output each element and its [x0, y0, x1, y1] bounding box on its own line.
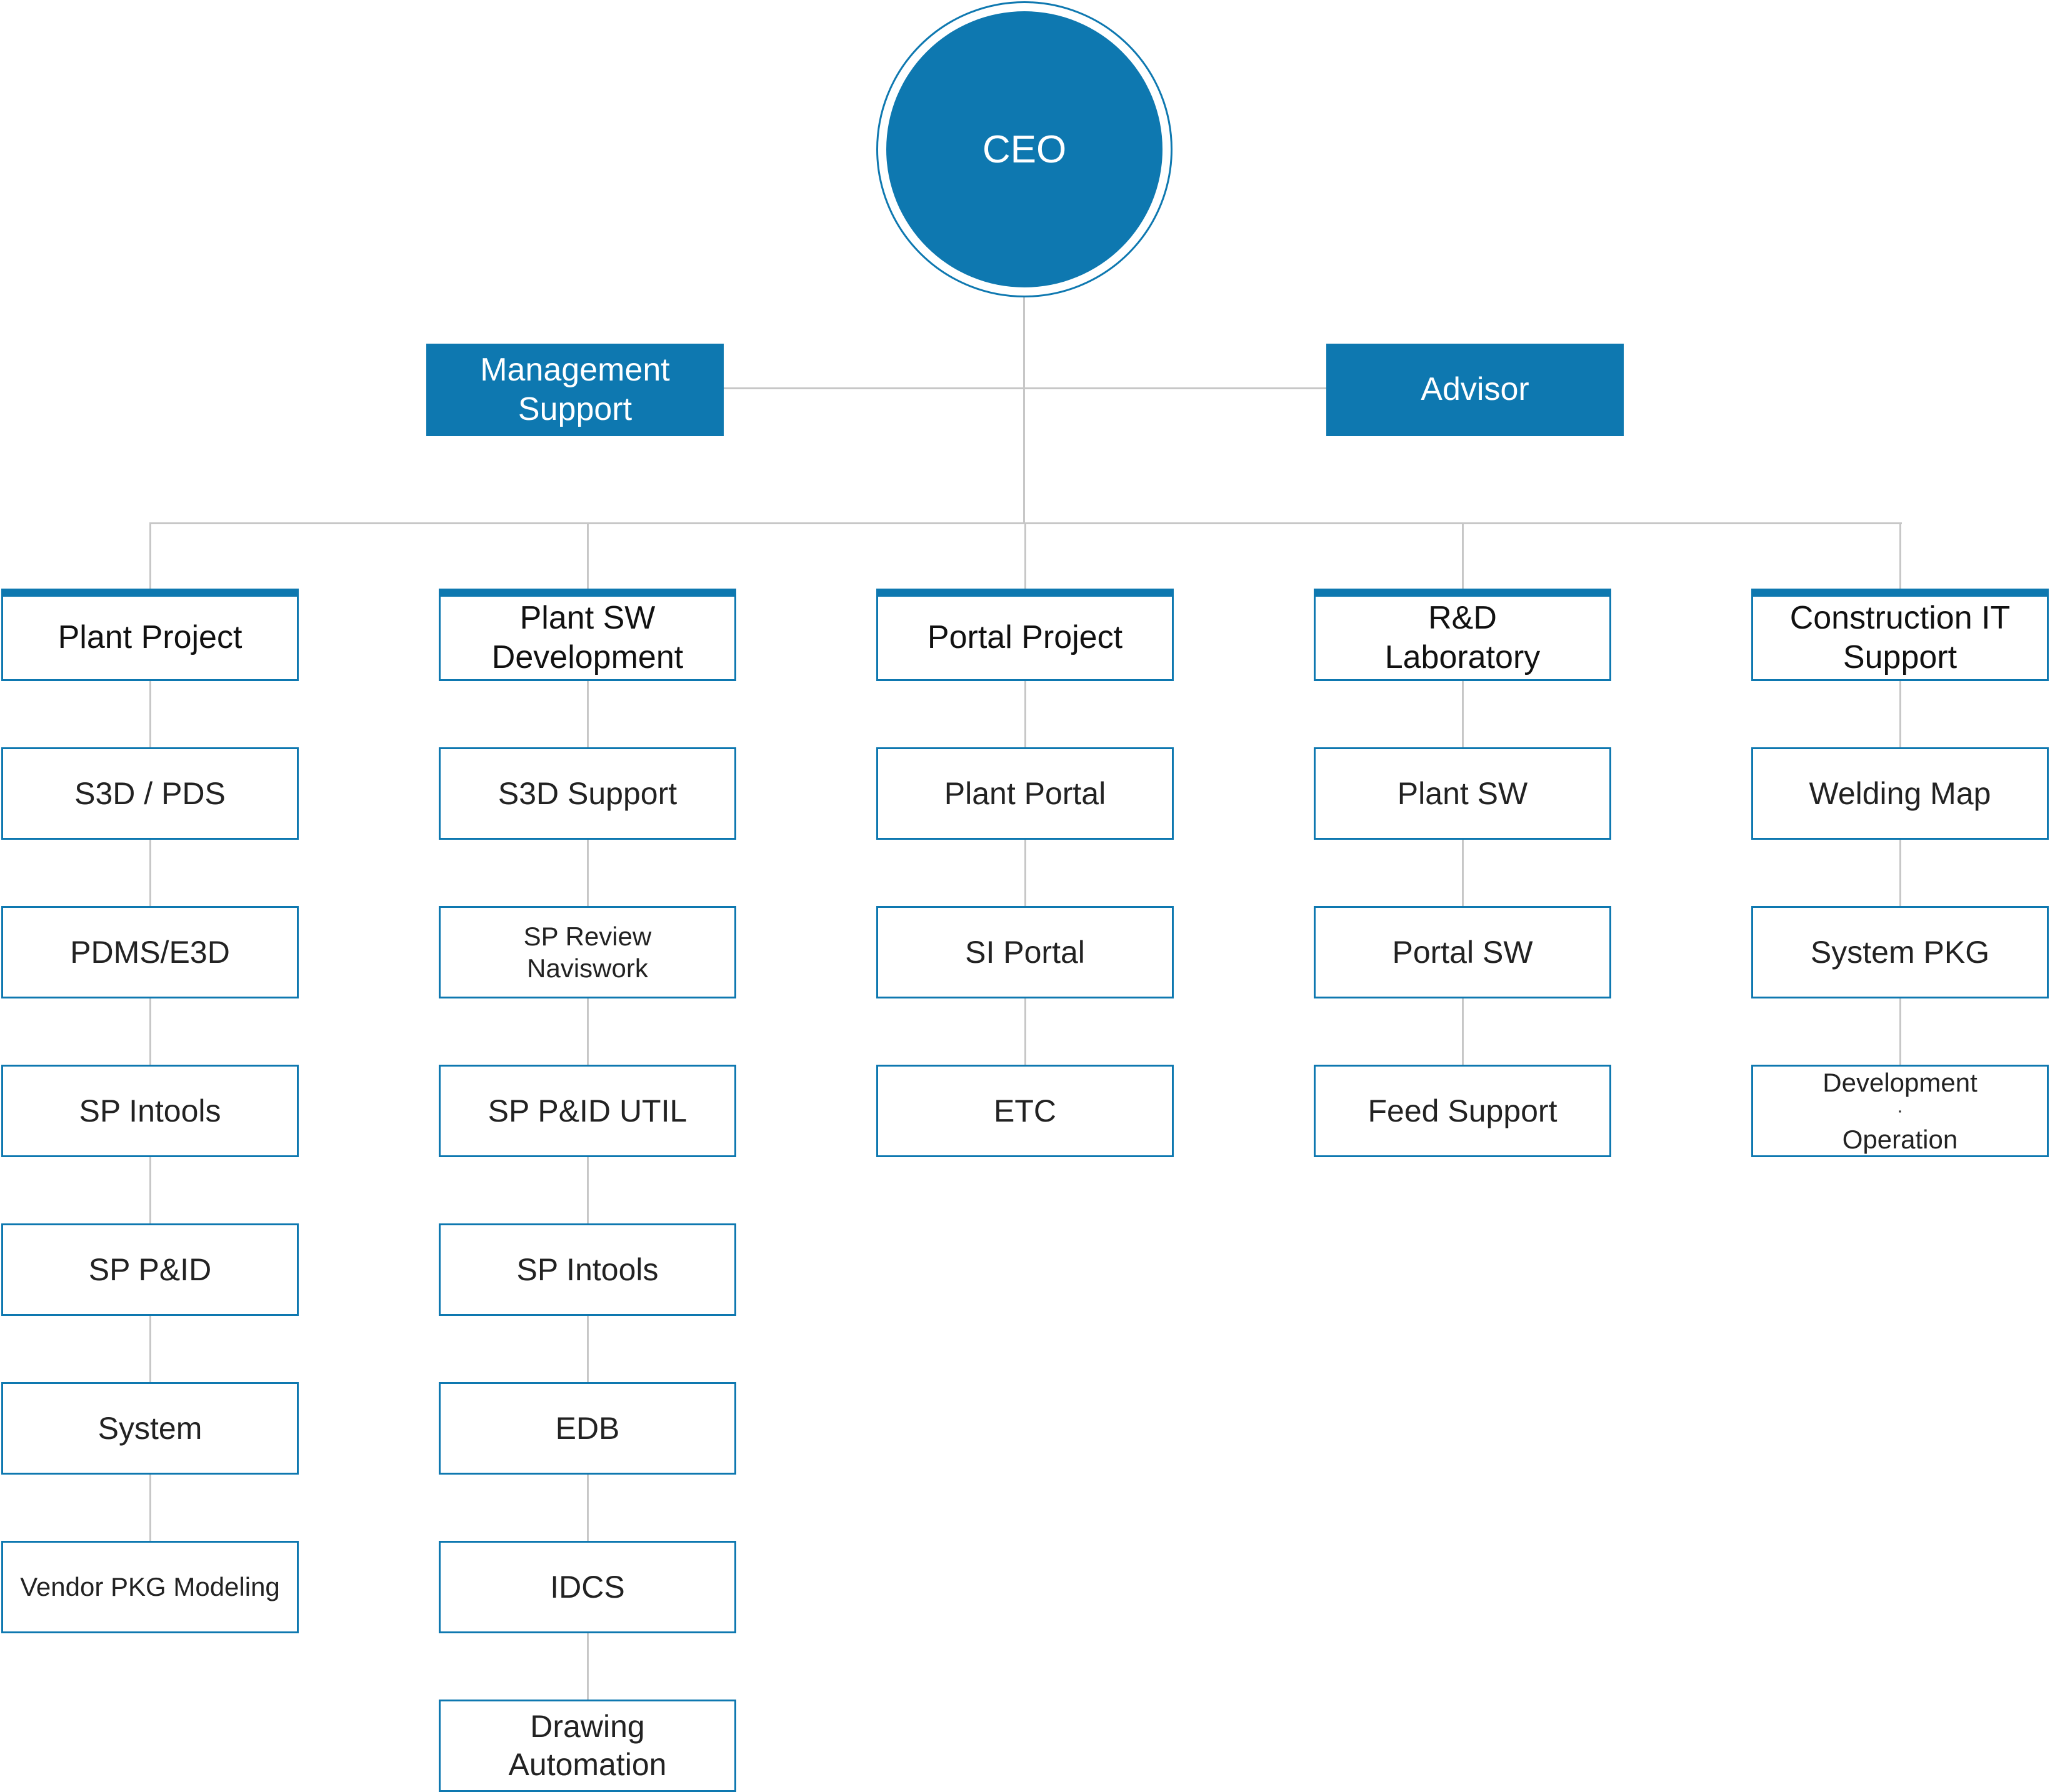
- label-line: SI Portal: [965, 934, 1085, 970]
- team-connector-line: [149, 840, 151, 906]
- team-plant-sw: Plant SW: [1314, 747, 1611, 840]
- label-line: Plant SW: [1397, 775, 1528, 811]
- label-line: Feed Support: [1368, 1093, 1558, 1128]
- team-connector-line: [1462, 998, 1464, 1065]
- department-plant-project: Plant Project: [1, 589, 299, 681]
- label-line: Portal Project: [927, 619, 1123, 656]
- team-si-portal: SI Portal: [876, 906, 1174, 998]
- team-connector-line: [587, 1633, 589, 1700]
- team-welding-map: Welding Map: [1751, 747, 2049, 840]
- department-bar-line: [150, 522, 1902, 524]
- label-line: Advisor: [1421, 371, 1529, 408]
- label-line: Laboratory: [1384, 639, 1541, 675]
- team-connector-line: [149, 998, 151, 1065]
- label-line: S3D / PDS: [74, 775, 226, 811]
- team-sp-intools: SP Intools: [439, 1223, 736, 1316]
- label-line: ETC: [994, 1093, 1056, 1128]
- ceo-label: CEO: [886, 11, 1162, 287]
- label-line: Development: [491, 639, 684, 675]
- team-connector-line: [149, 1157, 151, 1223]
- label-line: Management: [480, 351, 670, 388]
- team-vendor-pkg-modeling: Vendor PKG Modeling: [1, 1541, 299, 1633]
- team-feed-support: Feed Support: [1314, 1065, 1611, 1157]
- label-line: System: [98, 1410, 202, 1446]
- team-connector-line: [587, 1475, 589, 1541]
- department-portal-project: Portal Project: [876, 589, 1174, 681]
- team-idcs: IDCS: [439, 1541, 736, 1633]
- team-plant-portal: Plant Portal: [876, 747, 1174, 840]
- advisor-box: Advisor: [1326, 344, 1624, 436]
- team-connector-line: [1024, 840, 1026, 906]
- team-connector-line: [149, 1475, 151, 1541]
- label-line: R&D: [1428, 599, 1497, 636]
- team-connector-line: [1462, 681, 1464, 747]
- team-system-pkg: System PKG: [1751, 906, 2049, 998]
- team-connector-line: [587, 840, 589, 906]
- label-line: SP Intools: [516, 1252, 659, 1287]
- label-line: Support: [1842, 639, 1958, 675]
- team-edb: EDB: [439, 1382, 736, 1475]
- team-sp-intools: SP Intools: [1, 1065, 299, 1157]
- label-line: SP P&ID UTIL: [488, 1093, 688, 1128]
- team-connector-line: [1024, 998, 1026, 1065]
- department-drop-line: [587, 522, 589, 589]
- department-drop-line: [149, 522, 151, 589]
- department-drop-line: [1462, 522, 1464, 589]
- label-line: Support: [518, 391, 632, 427]
- team-connector-line: [587, 1157, 589, 1223]
- label-line: EDB: [555, 1410, 620, 1446]
- label-line: Portal SW: [1392, 934, 1533, 970]
- team-connector-line: [149, 1316, 151, 1382]
- label-line: Operation: [1842, 1125, 1958, 1154]
- team-pdms-e3d: PDMS/E3D: [1, 906, 299, 998]
- label-line: Naviswork: [527, 953, 648, 983]
- team-sp-p-id: SP P&ID: [1, 1223, 299, 1316]
- ceo-node: CEO: [876, 1, 1172, 297]
- label-line: Welding Map: [1809, 775, 1991, 811]
- label-line: S3D Support: [498, 775, 678, 811]
- label-line: SP Review: [523, 921, 652, 951]
- label-line: Plant SW: [519, 599, 656, 636]
- team-connector-line: [1024, 681, 1026, 747]
- label-line: Vendor PKG Modeling: [20, 1572, 280, 1602]
- team-s3d-support: S3D Support: [439, 747, 736, 840]
- label-line: SP P&ID: [88, 1252, 212, 1287]
- team-connector-line: [587, 998, 589, 1065]
- team-s3d-pds: S3D / PDS: [1, 747, 299, 840]
- ceo-trunk-line: [1023, 297, 1025, 524]
- label-line: Plant Portal: [944, 775, 1106, 811]
- team-sp-p-id-util: SP P&ID UTIL: [439, 1065, 736, 1157]
- label-line: Automation: [508, 1747, 667, 1782]
- team-connector-line: [1899, 998, 1901, 1065]
- team-connector-line: [149, 681, 151, 747]
- team-connector-line: [1899, 681, 1901, 747]
- team-connector-line: [587, 1316, 589, 1382]
- department-drop-line: [1024, 522, 1026, 589]
- label-line: Construction IT: [1789, 599, 2011, 636]
- team-connector-line: [1462, 840, 1464, 906]
- separator-dot: ·: [1897, 1100, 1903, 1121]
- label-line: Drawing: [530, 1709, 645, 1744]
- label-line: Plant Project: [58, 619, 242, 656]
- team-connector-line: [587, 681, 589, 747]
- label-line: System PKG: [1810, 934, 1990, 970]
- staff-branch-line: [724, 387, 1326, 389]
- department-drop-line: [1899, 522, 1901, 589]
- team-etc: ETC: [876, 1065, 1174, 1157]
- label-line: SP Intools: [79, 1093, 221, 1128]
- label-line: IDCS: [550, 1569, 625, 1605]
- team-connector-line: [1899, 840, 1901, 906]
- team-development-operation: Development · Operation: [1751, 1065, 2049, 1157]
- label-line: PDMS/E3D: [70, 934, 230, 970]
- team-system: System: [1, 1382, 299, 1475]
- label-line: Development: [1822, 1067, 1978, 1097]
- team-portal-sw: Portal SW: [1314, 906, 1611, 998]
